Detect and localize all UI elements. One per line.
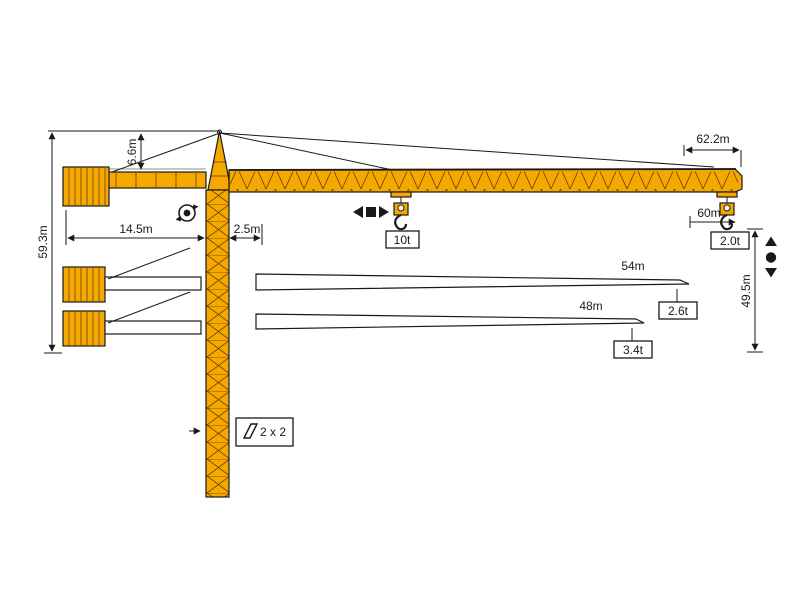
slewing-rotation-icon [175, 204, 199, 222]
dimension-lines: 59.3m 6.6m 14.5m 2.5m 62.2m 60m 49.5m [36, 130, 763, 354]
tower-mast [205, 189, 230, 498]
dim-jib-length: 62.2m [696, 132, 729, 146]
reeving-callout: 2 x 2 [189, 417, 294, 447]
tower-head [207, 129, 232, 191]
hoist-up-down-icon [765, 236, 777, 278]
jib-variant-54m-label: 54m [621, 259, 644, 273]
counterweight-stack-48m [62, 291, 202, 347]
trolley-mid [390, 191, 412, 231]
tip-load-badge-54m [658, 301, 698, 320]
pendant-lines [111, 132, 715, 173]
tip-load-54m: 2.6t [668, 304, 689, 318]
max-load-label: 10t [394, 233, 411, 247]
trolley-travel-icon [353, 206, 389, 218]
max-load-badge: 10t [385, 230, 420, 249]
tip-load-badge-48m [613, 340, 653, 359]
tip-load-badge-60m: 2.0t [710, 231, 750, 250]
tip-load-48m: 3.4t [623, 343, 644, 357]
dim-counter-jib: 14.5m [119, 222, 152, 236]
jib [228, 168, 743, 193]
hook-icon [720, 213, 734, 231]
jib-variant-48m: 48m 3.4t [255, 299, 653, 359]
dim-tip-radius: 60m [697, 206, 720, 220]
tip-load-60m-label: 2.0t [720, 234, 741, 248]
dim-hook-height: 49.5m [739, 274, 753, 307]
rope-reeving-icon [242, 423, 259, 439]
trolley-tip [716, 191, 738, 231]
counterweight-stack-upper [62, 166, 110, 207]
hook-icon [394, 213, 408, 231]
jib-variant-54m: 54m 2.6t [255, 259, 698, 320]
jib-variant-48m-label: 48m [579, 299, 602, 313]
counterweight-stack-54m [62, 247, 202, 303]
reeving-label: 2 x 2 [260, 425, 286, 439]
dim-total-height: 59.3m [36, 225, 50, 258]
dim-tower-head-height: 6.6m [125, 139, 139, 166]
dim-min-radius: 2.5m [234, 222, 261, 236]
